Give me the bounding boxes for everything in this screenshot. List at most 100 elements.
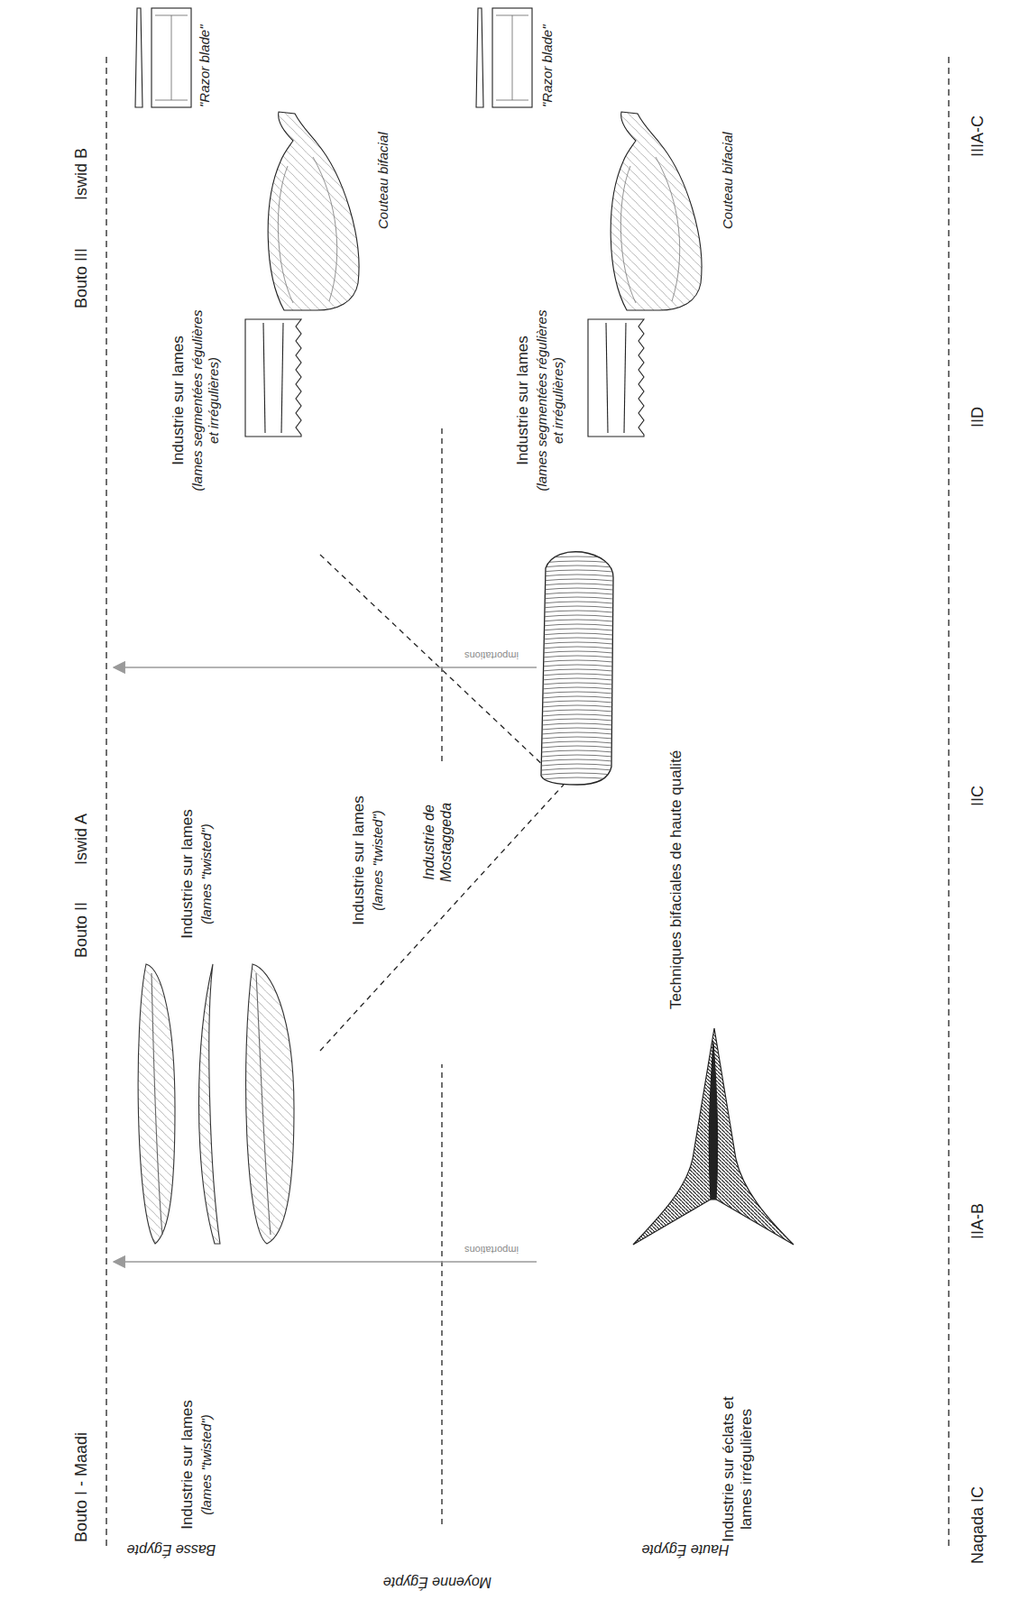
period-label: Bouto I - Maadi bbox=[72, 1432, 92, 1543]
industry-label: Industrie sur lames bbox=[178, 788, 197, 960]
ripple-flake bbox=[541, 578, 614, 581]
ripple-flake bbox=[541, 682, 614, 685]
ripple-flake bbox=[541, 624, 614, 626]
blade-drawing bbox=[137, 964, 175, 1244]
ripple-outline bbox=[541, 551, 614, 785]
ripple-flake bbox=[541, 687, 614, 690]
blade-ridge bbox=[624, 322, 626, 433]
ripple-flake bbox=[541, 556, 614, 559]
ripple-flake bbox=[541, 723, 614, 726]
knife-outline bbox=[610, 111, 702, 311]
arrow-label: importations bbox=[464, 648, 519, 661]
region-label: Basse Égypte bbox=[127, 1540, 217, 1558]
figure-caption: Couteau bifacial bbox=[375, 131, 392, 230]
ripple-flake bbox=[541, 655, 614, 658]
period-label: Bouto III bbox=[72, 248, 92, 309]
period-label: Iswid A bbox=[72, 813, 92, 865]
segmented-blade bbox=[588, 319, 644, 437]
ripple-flake bbox=[541, 709, 614, 712]
industry-note: (lames "twisted") bbox=[198, 788, 215, 960]
ripple-flake bbox=[541, 777, 614, 780]
blade-outline bbox=[245, 319, 302, 437]
top-rule bbox=[105, 55, 107, 1546]
triangle-side bbox=[320, 554, 564, 785]
ripple-flake bbox=[541, 745, 614, 748]
industry-label: Industrie sur lames bbox=[349, 779, 368, 942]
phase-label: IIC bbox=[968, 785, 989, 807]
ripple-flake bbox=[541, 691, 614, 694]
razor-blade bbox=[476, 8, 533, 108]
segmented-blade bbox=[245, 319, 302, 437]
ripple-flake bbox=[541, 759, 614, 762]
ripple-flake bbox=[541, 560, 614, 563]
bottom-rule bbox=[947, 55, 949, 1546]
ripple-flake bbox=[541, 660, 614, 662]
phase-label: IIIA-C bbox=[968, 115, 989, 157]
ripple-flake bbox=[541, 565, 614, 568]
industry-label: Industrie sur éclats et lames irrégulièr… bbox=[719, 1387, 757, 1551]
region-boundary bbox=[441, 1064, 442, 1525]
razor-profile bbox=[135, 8, 143, 108]
ripple-flake bbox=[541, 750, 614, 753]
period-label: Iswid B bbox=[72, 147, 92, 201]
phase-label: IIA-B bbox=[968, 1203, 989, 1240]
ripple-flake bbox=[541, 736, 614, 739]
razor-blade bbox=[135, 8, 192, 108]
bifacial-knife bbox=[610, 111, 702, 311]
blade-drawing bbox=[246, 964, 294, 1244]
import-arrow bbox=[113, 1260, 537, 1263]
industry-note: (lames segmentées régulières et irréguli… bbox=[189, 305, 222, 496]
fishtail-ridge bbox=[708, 1041, 717, 1200]
ripple-flake bbox=[541, 763, 614, 766]
ripple-flake bbox=[541, 628, 614, 631]
industry-label: Techniques bifaciales de haute qualité bbox=[667, 750, 686, 1010]
ripple-flake bbox=[541, 619, 614, 622]
blade-outline bbox=[588, 319, 644, 437]
figure-caption: "Razor blade" bbox=[539, 24, 556, 108]
razor-face bbox=[151, 8, 192, 108]
industry-note: (lames segmentées régulières et irréguli… bbox=[533, 305, 567, 496]
ripple-flake bbox=[541, 615, 614, 617]
ripple-flake bbox=[541, 727, 614, 730]
blade-ridge bbox=[263, 322, 266, 433]
ripple-flake bbox=[541, 606, 614, 608]
ripple-flake bbox=[541, 592, 614, 595]
ripple-flake bbox=[541, 718, 614, 721]
knife-retouch bbox=[620, 156, 680, 304]
blade-ridge bbox=[606, 322, 608, 433]
region-label: Moyenne Égypte bbox=[383, 1572, 492, 1590]
phase-label: IID bbox=[968, 406, 989, 428]
import-arrow bbox=[113, 666, 537, 669]
ripple-flake bbox=[541, 642, 614, 644]
industry-label: Industrie sur lames bbox=[514, 305, 533, 496]
razor-face bbox=[492, 8, 533, 108]
ripple-flake bbox=[541, 610, 614, 613]
razor-ridge bbox=[155, 15, 188, 101]
ripple-flake bbox=[541, 601, 614, 604]
blade-drawing bbox=[199, 964, 221, 1244]
period-label: Bouto II bbox=[72, 901, 92, 958]
ripple-flake bbox=[541, 664, 614, 667]
ripple-flake bbox=[541, 588, 614, 590]
ripple-flake bbox=[541, 705, 614, 708]
ripple-flake bbox=[541, 700, 614, 703]
ripple-flake bbox=[541, 569, 614, 572]
arrow-label: importations bbox=[464, 1242, 519, 1255]
bifacial-knife bbox=[267, 111, 359, 311]
fishtail-outline bbox=[633, 1028, 794, 1245]
figure-caption: "Razor blade" bbox=[196, 24, 213, 108]
razor-profile bbox=[476, 8, 484, 108]
ripple-flake bbox=[541, 772, 614, 775]
industry-label: Industrie de Mostaggeda bbox=[420, 783, 455, 901]
ripple-flake bbox=[541, 678, 614, 680]
razor-ridge bbox=[496, 15, 529, 101]
industry-note: (lames "twisted") bbox=[198, 1383, 215, 1546]
industry-note: (lames "twisted") bbox=[369, 779, 386, 942]
twisted-blades bbox=[137, 964, 294, 1244]
blade-ridge bbox=[151, 973, 271, 1235]
ripple-flake bbox=[541, 637, 614, 640]
ripple-flake bbox=[541, 714, 614, 717]
region-label: Haute Égypte bbox=[642, 1540, 730, 1558]
ripple-flake bbox=[541, 574, 614, 577]
